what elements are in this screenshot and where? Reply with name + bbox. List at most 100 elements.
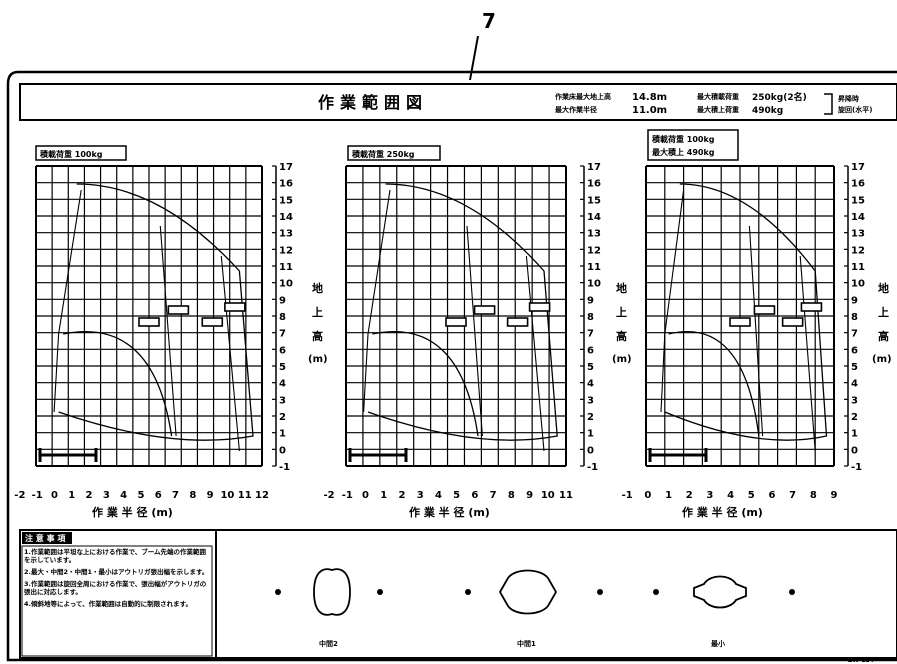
y-tick-label: 5 (587, 362, 594, 373)
x-tick-label: 10 (541, 490, 555, 501)
y-title-2c: 高 (616, 329, 627, 343)
load-label-3a: 積載荷重 100kg (651, 134, 715, 144)
load-label-2: 積載荷重 250kg (351, 149, 415, 159)
x-tick-label: 0 (644, 490, 651, 501)
spec-value-3: 250kg(2名) (752, 91, 807, 103)
y-title-1c: 高 (312, 329, 323, 343)
spec-note-2: 旋回(水平) (837, 105, 872, 114)
outrigger-shape-middle1 (498, 569, 558, 615)
x-tick-label: 2 (398, 490, 405, 501)
outrigger-label-middle1: 中間1 (517, 639, 536, 648)
platform-block (445, 317, 467, 327)
y-title-1a: 地 (312, 281, 323, 295)
outrigger-shape-minimum (693, 575, 747, 609)
y-tick-label: 6 (279, 345, 286, 356)
note-item-3: 3.作業範囲は旋回全周における作業で、張出幅がアウトリガの張出に対応します。 (24, 580, 207, 596)
corner-code: ZW-124 (848, 657, 874, 664)
y-tick-label: 2 (279, 412, 286, 423)
y-tick-label: 0 (587, 445, 594, 456)
y-title-1d: (m) (308, 354, 328, 365)
y-tick-label: 0 (851, 445, 858, 456)
y-tick-label: 10 (279, 279, 293, 290)
y-tick-label: 13 (851, 229, 865, 240)
spec-value-2: 11.0m (632, 105, 667, 116)
y-tick-label: 8 (851, 312, 858, 323)
spec-note-1: 昇降時 (838, 94, 859, 103)
x-tick-label: 8 (189, 490, 196, 501)
y-tick-label: 9 (851, 295, 858, 306)
x-tick-label: 8 (508, 490, 515, 501)
boom-position-lines (53, 189, 240, 452)
y-axis-title-1: 地 上 高 (m) (308, 281, 328, 365)
spec-bracket (824, 93, 833, 115)
y-tick-label: -1 (279, 462, 290, 473)
load-label-3b: 最大積上 490kg (652, 147, 715, 157)
notes-title-box (22, 532, 72, 544)
platform-block (201, 317, 224, 327)
envelope-outer-curve (664, 183, 828, 441)
sheet-frame (6, 70, 897, 662)
boom-position-lines (363, 189, 545, 452)
y-tick-label: 3 (587, 395, 594, 406)
y-tick-label: 4 (279, 379, 286, 390)
y-tick-label: 16 (587, 179, 601, 190)
platform-block (753, 305, 776, 315)
x-tick-label: 5 (137, 490, 144, 501)
platform-block (729, 317, 751, 327)
envelope-outer-curve (58, 183, 254, 441)
y-tick-label: 13 (279, 229, 293, 240)
y-axis-title-3: 地 上 高 (m) (872, 281, 892, 365)
y-tick-label: 11 (587, 262, 601, 273)
x-tick-label: 8 (810, 490, 817, 501)
boom-position-lines (660, 189, 816, 452)
platform-block (473, 305, 496, 315)
x-tick-label: 10 (220, 490, 234, 501)
y-tick-label: -1 (851, 462, 862, 473)
y-tick-label: 17 (851, 162, 865, 173)
x-tick-label: 2 (86, 490, 93, 501)
y-title-2b: 上 (616, 305, 627, 319)
y-tick-label: 3 (851, 395, 858, 406)
outrigger-dot (789, 589, 795, 595)
platform-block (800, 302, 823, 312)
x-tick-label: 5 (453, 490, 460, 501)
note-item-4: 4.傾斜地等によって、作業範囲は自動的に制限されます。 (24, 600, 192, 608)
y-title-1b: 上 (312, 305, 323, 319)
y-tick-label: 14 (279, 212, 293, 223)
y-tick-label: 13 (587, 229, 601, 240)
y-tick-label: 15 (851, 195, 865, 206)
y-tick-label: 17 (587, 162, 601, 173)
platform-block (506, 317, 529, 327)
x-tick-label: 7 (490, 490, 497, 501)
vehicle-base (648, 448, 708, 462)
x-tick-label: 5 (748, 490, 755, 501)
y-title-3b: 上 (878, 305, 889, 319)
note-item-1: 1.作業範囲は平坦な上における作業で、ブーム先端の作業範囲を示しています。 (24, 548, 207, 564)
x-tick-label: 12 (255, 490, 269, 501)
y-tick-label: 5 (851, 362, 858, 373)
outrigger-dot (275, 589, 281, 595)
bottom-panel (19, 529, 897, 659)
notes-box (21, 545, 213, 657)
x-tick-label: 11 (559, 490, 573, 501)
x-tick-label: 6 (768, 490, 775, 501)
outrigger-label-minimum: 最小 (711, 639, 725, 648)
x-tick-label: 9 (831, 490, 838, 501)
x-tick-label: 1 (68, 490, 75, 501)
y-tick-label: 10 (851, 279, 865, 290)
y-tick-label: 12 (587, 245, 601, 256)
y-tick-label: 15 (279, 195, 293, 206)
y-tick-label: 12 (851, 245, 865, 256)
y-tick-label: 8 (279, 312, 286, 323)
notes-list-container: 1.作業範囲は平坦な上における作業で、ブーム先端の作業範囲を示しています。 2.… (24, 548, 208, 608)
y-tick-label: 9 (279, 295, 286, 306)
y-tick-label: -1 (587, 462, 598, 473)
y-tick-label: 7 (279, 329, 286, 340)
x-tick-label: -2 (324, 490, 335, 501)
notes-title: 注 意 事 項 (25, 533, 66, 543)
callout-number: 7 (482, 9, 496, 33)
x-axis-title-2: 作 業 半 径 (m) (409, 505, 490, 519)
spec-value-1: 14.8m (632, 92, 667, 103)
load-label-1: 積載荷重 100kg (39, 149, 103, 159)
